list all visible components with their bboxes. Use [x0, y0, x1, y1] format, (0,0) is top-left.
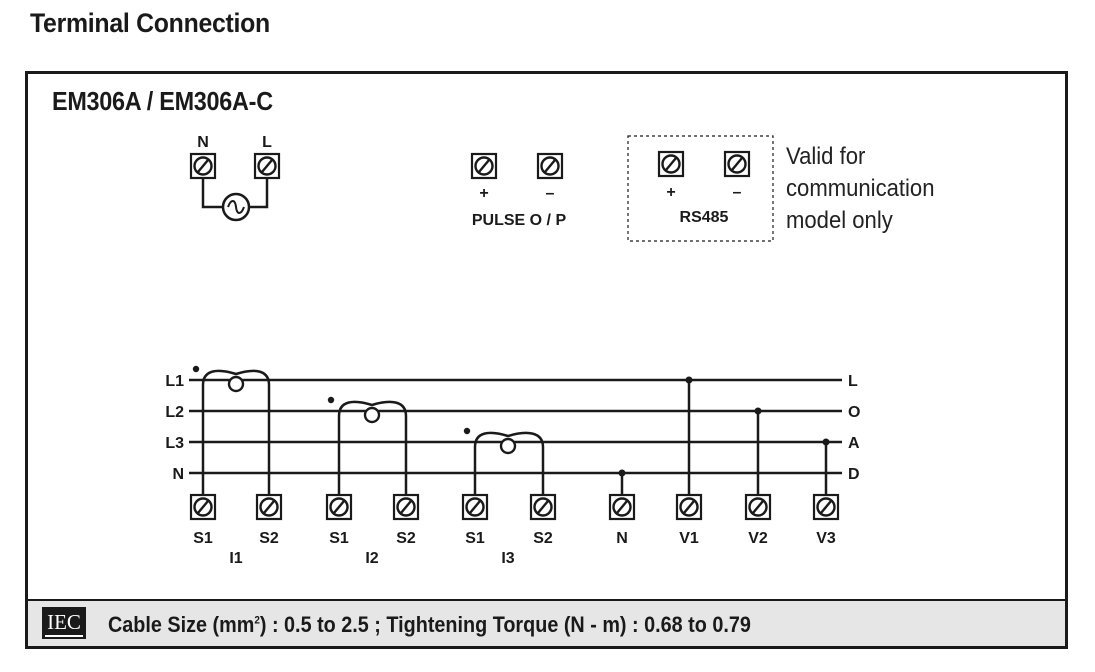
- terminal-label: S2: [396, 530, 416, 547]
- terminal-s2-i1: [255, 493, 283, 521]
- terminal-s2-i3: [529, 493, 557, 521]
- terminal-n: [608, 493, 636, 521]
- terminal-label: S2: [533, 530, 553, 547]
- supply-l-wire: [249, 178, 269, 209]
- v2-junction-dot: [754, 407, 762, 415]
- terminal-s1-i1: [189, 493, 217, 521]
- rs485-minus-terminal: [723, 150, 751, 178]
- cable-spec-prefix: Cable Size (mm: [108, 612, 255, 637]
- ct1-polarity-dot: [192, 365, 200, 373]
- note-line-1: Valid for: [786, 143, 866, 170]
- ct-label-i2: I2: [365, 550, 378, 567]
- terminal-label: N: [616, 530, 628, 547]
- rs485-label: RS485: [680, 209, 729, 226]
- terminal-label: V3: [816, 530, 836, 547]
- terminal-v2: [744, 493, 772, 521]
- ct-label-i1: I1: [229, 550, 242, 567]
- ct2-coil-icon: [363, 406, 381, 424]
- ac-source-icon: [221, 192, 251, 222]
- terminal-s1-i2: [325, 493, 353, 521]
- cable-spec-suffix: ) : 0.5 to 2.5 ; Tightening Torque (N - …: [259, 612, 751, 637]
- terminal-v3: [812, 493, 840, 521]
- ct3-loop: [473, 431, 545, 495]
- n-junction-dot: [618, 469, 626, 477]
- load-o-label: O: [848, 404, 860, 421]
- pulse-minus-terminal: [536, 152, 564, 180]
- pulse-plus-terminal: [470, 152, 498, 180]
- line-l3-label: L3: [165, 435, 184, 452]
- ct1-coil-icon: [227, 375, 245, 393]
- ct2-loop: [337, 400, 408, 495]
- supply-n-label: N: [197, 134, 209, 151]
- supply-n-wire: [201, 178, 223, 209]
- line-l1-label: L1: [165, 373, 184, 390]
- ct3-coil-icon: [499, 437, 517, 455]
- line-l2-label: L2: [165, 404, 184, 421]
- pulse-plus-sign: +: [479, 185, 488, 202]
- terminal-label: S1: [329, 530, 349, 547]
- rs485-dashed-box: [627, 135, 774, 242]
- terminal-label: S1: [465, 530, 485, 547]
- supply-l-label: L: [262, 134, 272, 151]
- page-title: Terminal Connection: [30, 8, 270, 38]
- sine-wave-icon: [227, 200, 245, 214]
- load-d-label: D: [848, 466, 860, 483]
- terminal-v1: [675, 493, 703, 521]
- line-n-label: N: [172, 466, 184, 483]
- ct1-loop: [201, 369, 271, 495]
- iec-logo: IEC: [42, 607, 86, 639]
- rs485-minus-sign: –: [733, 184, 742, 201]
- terminal-s2-i2: [392, 493, 420, 521]
- ct-label-i3: I3: [501, 550, 514, 567]
- pulse-minus-sign: –: [546, 185, 555, 202]
- cable-spec-sup: 2: [254, 614, 260, 627]
- ct2-polarity-dot: [327, 396, 335, 404]
- ct3-polarity-dot: [463, 427, 471, 435]
- v3-junction-dot: [822, 438, 830, 446]
- rs485-plus-sign: +: [666, 184, 675, 201]
- terminal-s1-i3: [461, 493, 489, 521]
- note-line-3: model only: [786, 207, 893, 234]
- terminal-label: S2: [259, 530, 279, 547]
- terminal-label: S1: [193, 530, 213, 547]
- diagram-frame: [25, 71, 1068, 649]
- rs485-plus-terminal: [657, 150, 685, 178]
- supply-l-terminal: [253, 152, 281, 180]
- terminal-label: V2: [748, 530, 768, 547]
- load-l-label: L: [848, 373, 858, 390]
- v1-junction-dot: [685, 376, 693, 384]
- pulse-label: PULSE O / P: [472, 212, 567, 229]
- load-a-label: A: [848, 435, 860, 452]
- footer-bar: [28, 599, 1065, 646]
- note-line-2: communication: [786, 175, 935, 202]
- supply-n-terminal: [189, 152, 217, 180]
- communication-note: Valid for communication model only: [786, 141, 934, 237]
- model-title: EM306A / EM306A-C: [52, 86, 273, 116]
- iec-logo-underline: [45, 635, 83, 637]
- terminal-label: V1: [679, 530, 699, 547]
- cable-spec: Cable Size (mm2) : 0.5 to 2.5 ; Tighteni…: [108, 612, 751, 638]
